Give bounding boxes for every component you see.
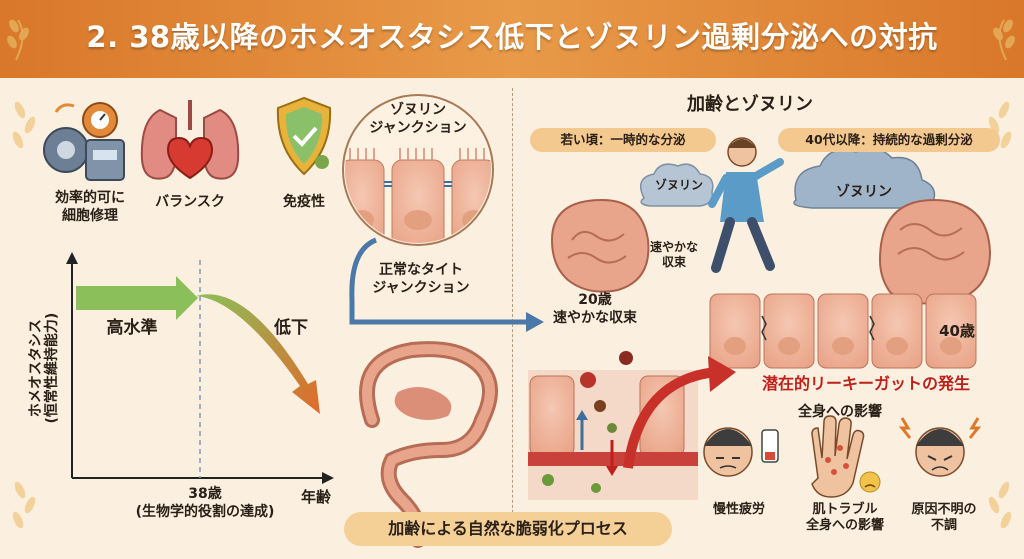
page-title: 2. 38歳以降のホメオスタシス低下とゾヌリン過剰分泌への対抗 — [86, 20, 938, 54]
old-intestine-icon — [878, 198, 992, 305]
chart-x-label: 年齢 — [300, 488, 331, 506]
normal-to-young-arrow — [349, 237, 530, 325]
whole-body-label: 全身への影響 — [798, 404, 882, 420]
aging-zonulin-heading: 加齢とゾヌリン — [687, 94, 813, 115]
big-cloud-icon — [793, 147, 936, 209]
small-cloud-label: ゾヌリン — [654, 178, 703, 192]
normal-tight-junction-label: 正常なタイト ジャンクション — [372, 262, 470, 296]
section-divider — [512, 88, 513, 543]
young-secretion-pill: 若い頃：一時的な分泌 — [530, 128, 716, 152]
young-intestine-icon — [550, 198, 650, 293]
age-20-label: 20歳 速やかな収束 — [553, 292, 637, 326]
leaky-cells-row — [709, 293, 977, 369]
effect-label-fatigue: 慢性疲労 — [712, 502, 765, 517]
shield-check-icon — [276, 96, 332, 176]
tired-face-icon — [703, 427, 779, 477]
title-bar: 2. 38歳以降のホメオスタシス低下とゾヌリン過剰分泌への対抗 — [0, 0, 1024, 78]
wheat-left-icon — [7, 19, 29, 61]
headache-face-icon — [898, 417, 982, 477]
gear-gauge-icon — [43, 102, 125, 181]
age-40-label: 40歳 — [939, 322, 975, 340]
leaky-to-effects-arrow — [623, 367, 717, 469]
small-cloud-icon — [639, 163, 714, 207]
lungs-heart-icon — [140, 100, 240, 180]
icon-label-immunity: 免疫性 — [283, 194, 325, 210]
chart-low-label: 低下 — [274, 318, 308, 338]
x-axis-arrowhead — [322, 472, 334, 484]
chart-high-label: 高水準 — [106, 318, 158, 338]
leaky-gut-illustration — [528, 351, 698, 500]
leaky-gut-label: 潜在的リーキーガットの発生 — [761, 374, 970, 393]
normal-to-young-arrowhead — [526, 312, 544, 332]
high-level-arrow — [76, 276, 198, 320]
fast-convergence-label: 速やかな 収束 — [649, 240, 698, 269]
chart-y-label: ホメオスタシス (恒常性維持能力) — [27, 312, 60, 424]
zonulin-junction-title: ゾヌリン ジャンクション — [369, 102, 467, 136]
intestine-icon — [359, 341, 498, 548]
old-secretion-pill: 40代以降：持続的な過剰分泌 — [778, 128, 1000, 152]
icon-label-repair: 効率的可に 細胞修理 — [55, 190, 125, 224]
big-cloud-label: ゾヌリン — [836, 184, 892, 200]
chart-age-38-label: 38歳 (生物学的役割の達成) — [135, 486, 275, 520]
decline-arrow — [196, 294, 320, 414]
wheat-side-right-icon — [988, 101, 1012, 529]
homeostasis-chart — [66, 252, 334, 484]
person-icon — [708, 137, 784, 273]
effect-label-skin: 肌トラブル 全身への影響 — [805, 502, 884, 534]
wheat-side-left-icon — [12, 101, 36, 529]
aging-process-pill: 加齢による自然な脆弱化プロセス — [344, 512, 672, 546]
wheat-right-icon — [993, 19, 1015, 61]
rash-hand-icon — [811, 415, 881, 498]
icon-label-balance: バランスク — [155, 194, 225, 210]
leaky-to-effects-arrowhead — [708, 356, 736, 392]
y-axis-arrowhead — [66, 252, 78, 264]
effect-label-unexplained: 原因不明の 不調 — [911, 502, 977, 534]
